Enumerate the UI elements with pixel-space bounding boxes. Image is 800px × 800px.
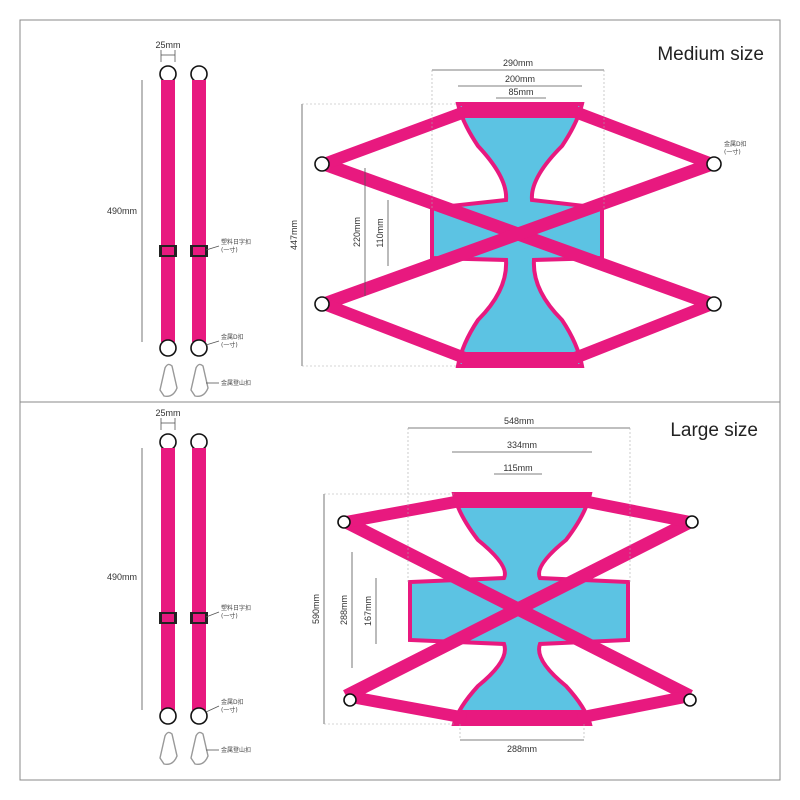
buckle-slot (193, 247, 205, 255)
d-ring-icon (190, 433, 208, 451)
medium-hook-label: 金属登山扣 (221, 379, 251, 387)
strap-upper-left (321, 104, 473, 170)
medium-strap-pair (159, 65, 209, 398)
medium-buckle-sub: (一寸) (221, 246, 238, 254)
strap-lower-right (576, 690, 692, 724)
large-top-width-inner: 115mm (503, 463, 532, 473)
medium-buckle-label: 塑料日字扣 (221, 238, 251, 246)
top-band (462, 104, 578, 118)
strap-upper-right (576, 494, 692, 528)
buckle-slot (162, 247, 174, 255)
strap-left (161, 448, 175, 710)
large-strap-width-text: 25mm (155, 408, 180, 418)
d-ring-icon (159, 433, 177, 451)
strap-lower-left (321, 298, 473, 366)
bottom-band (458, 710, 586, 724)
medium-strap-length-text: 490mm (107, 206, 137, 216)
strap-diagonal (343, 516, 693, 702)
strap-left (161, 80, 175, 342)
large-hook-label: 金属登山扣 (221, 746, 251, 754)
d-ring-icon (159, 65, 177, 83)
large-top-width-outer: 548mm (504, 416, 534, 426)
medium-total-height: 447mm (289, 220, 299, 250)
carabiner-icon (159, 363, 178, 398)
large-bottom-width: 288mm (507, 744, 537, 754)
medium-right-ring-label: 金属D扣 (724, 140, 747, 148)
d-ring-icon (343, 693, 357, 707)
large-ring-label: 金属D扣 (221, 698, 244, 706)
d-ring-icon (159, 707, 177, 725)
large-swing-diagram (337, 492, 699, 726)
d-ring-icon (159, 339, 177, 357)
d-ring-icon (314, 296, 330, 312)
large-total-height: 590mm (311, 594, 321, 624)
strap-diagonal (321, 157, 715, 311)
carabiner-icon (159, 731, 178, 766)
d-ring-icon (683, 693, 697, 707)
large-strap-pair (159, 433, 209, 766)
d-ring-icon (706, 156, 722, 172)
carabiner-icon (190, 363, 209, 398)
large-inner-height-inner: 167mm (363, 596, 373, 626)
large-size-title: Large size (670, 420, 758, 441)
d-ring-icon (190, 339, 208, 357)
carabiner-icon (190, 731, 209, 766)
strap-upper-left (344, 494, 468, 528)
d-ring-icon (190, 65, 208, 83)
large-inner-height-outer: 288mm (339, 595, 349, 625)
strap-lower-left (344, 690, 468, 724)
medium-top-width-outer: 290mm (503, 58, 533, 68)
strap-right (192, 448, 206, 710)
large-strap-length-text: 490mm (107, 572, 137, 582)
buckle-slot (193, 614, 205, 622)
medium-inner-height-outer: 220mm (352, 217, 362, 247)
large-panel-border (19, 401, 781, 781)
strap-upper-right (567, 104, 715, 170)
d-ring-icon (685, 515, 699, 529)
buckle-slot (162, 614, 174, 622)
medium-ring-label: 金属D扣 (221, 333, 244, 341)
medium-strap-width-text: 25mm (155, 40, 180, 50)
medium-panel: 25mm 490mm 塑料日字扣 (一寸) 金属D扣 (一寸) 金属登山扣 (107, 40, 747, 398)
medium-swing-diagram (314, 102, 722, 368)
d-ring-icon (190, 707, 208, 725)
d-ring-icon (706, 296, 722, 312)
medium-top-width-mid: 200mm (505, 74, 535, 84)
strap-lower-right (567, 298, 715, 366)
d-ring-icon (337, 515, 351, 529)
medium-ring-sub: (一寸) (221, 341, 238, 349)
large-panel: 25mm 490mm 塑料日字扣 (一寸) 金属D扣 (一寸) 金属登山扣 (107, 408, 699, 766)
seat-pad-edge (408, 492, 630, 726)
strap-right (192, 80, 206, 342)
medium-size-title: Medium size (657, 44, 764, 65)
top-band (458, 494, 586, 508)
large-buckle-sub: (一寸) (221, 612, 238, 620)
medium-top-width-inner: 85mm (508, 87, 533, 97)
medium-right-ring-sub: (一寸) (724, 148, 741, 156)
large-ring-sub: (一寸) (221, 706, 238, 714)
seat-pad-edge (430, 102, 604, 368)
d-ring-icon (314, 156, 330, 172)
large-top-width-mid: 334mm (507, 440, 537, 450)
bottom-band (462, 352, 578, 366)
medium-inner-height-inner: 110mm (375, 218, 385, 247)
large-buckle-label: 塑料日字扣 (221, 604, 251, 612)
